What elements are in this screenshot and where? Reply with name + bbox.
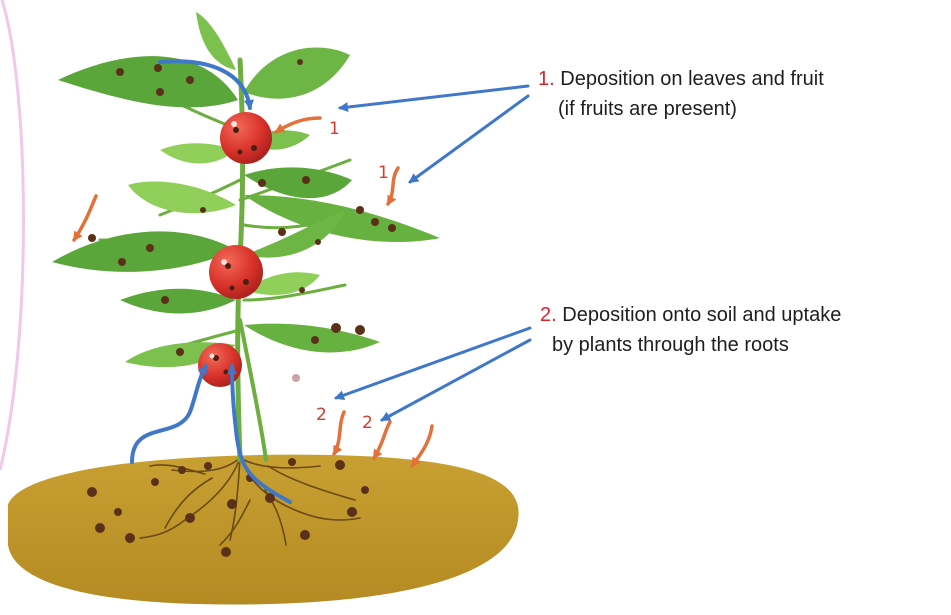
tomato-top xyxy=(220,112,272,164)
annotation-1: 1. Deposition on leaves and fruit (if fr… xyxy=(538,64,824,124)
deposition-arrow-fruit xyxy=(276,118,320,132)
pointer-arrow-1b xyxy=(410,96,528,182)
soil-mound xyxy=(8,455,519,605)
decorative-border xyxy=(0,0,24,470)
deposition-arrow-leaf-right xyxy=(388,168,398,204)
annotation-1-line-2: (if fruits are present) xyxy=(538,94,824,124)
marker-2-soil-b: 2 xyxy=(362,413,373,433)
annotation-1-line-1: 1. Deposition on leaves and fruit xyxy=(538,64,824,94)
marker-2-soil-a: 2 xyxy=(316,405,327,425)
deposition-arrow-soil-3 xyxy=(412,426,432,466)
number-markers: 1 1 2 2 xyxy=(316,119,389,433)
annotation-2-line-2: by plants through the roots xyxy=(540,330,841,360)
annotation-2-line-1: 2. Deposition onto soil and uptake xyxy=(540,300,841,330)
marker-1-fruit: 1 xyxy=(329,119,340,139)
deposition-arrow-soil-2 xyxy=(374,422,390,458)
label-pointer-arrows xyxy=(336,86,530,420)
deposition-arrow-leaf-left xyxy=(74,196,96,240)
deposition-arrow-soil-1 xyxy=(334,412,344,454)
annotation-2-text: Deposition onto soil and uptake xyxy=(562,304,841,326)
plant-leaves xyxy=(52,12,440,367)
tomato-middle xyxy=(209,245,263,299)
marker-1-leaf: 1 xyxy=(378,163,389,183)
annotation-2-number: 2. xyxy=(540,304,557,326)
annotation-2: 2. Deposition onto soil and uptake by pl… xyxy=(540,300,841,360)
pointer-arrow-2b xyxy=(382,340,530,420)
annotation-1-text: Deposition on leaves and fruit xyxy=(560,68,824,90)
pointer-arrow-1a xyxy=(340,86,528,108)
annotation-1-number: 1. xyxy=(538,68,555,90)
uptake-arrow-left xyxy=(132,366,206,462)
